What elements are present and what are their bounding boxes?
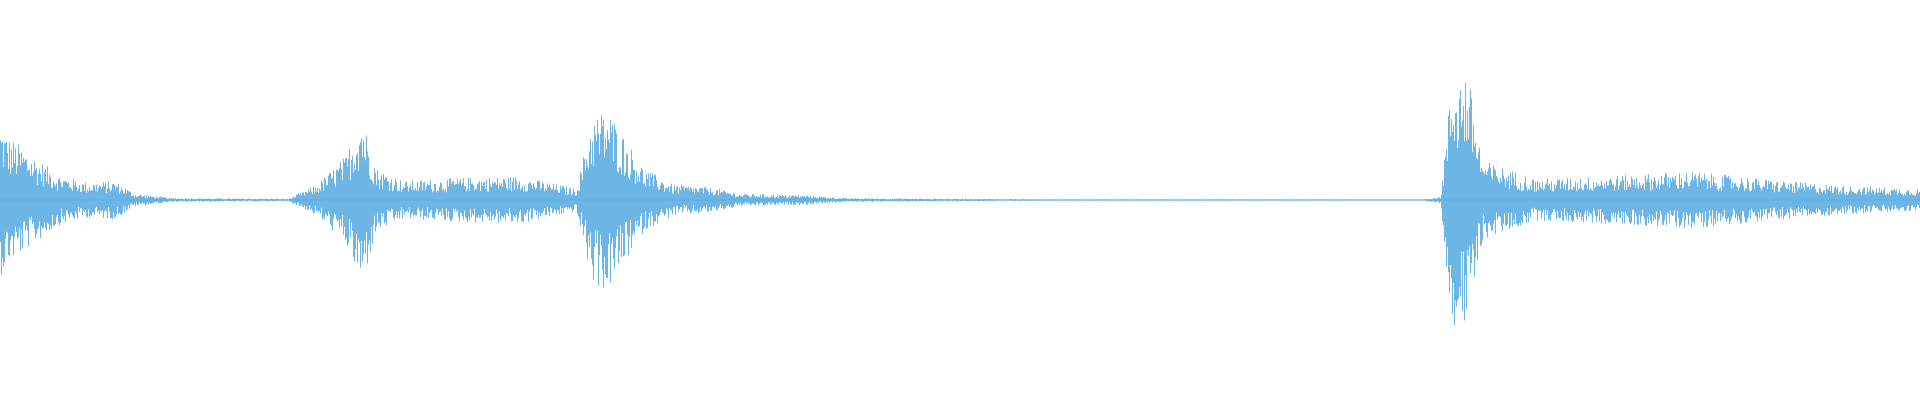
waveform-path xyxy=(0,82,1920,326)
waveform-samples xyxy=(0,82,1920,326)
